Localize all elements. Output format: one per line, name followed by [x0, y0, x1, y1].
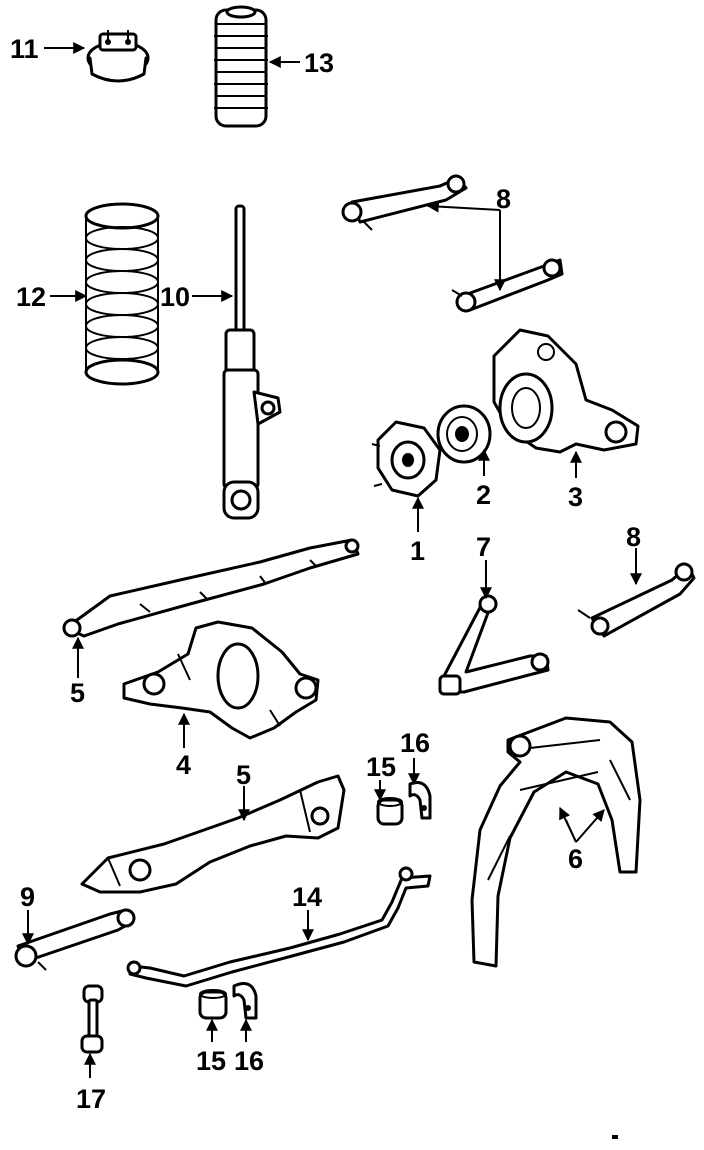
part-coil-spring: [84, 202, 160, 386]
part-knuckle: [492, 328, 640, 454]
callout-7: 7: [476, 532, 491, 562]
part-crossmember-lower: [80, 774, 346, 894]
leader-lines: [22, 42, 642, 1078]
callout-16-lower: 16: [234, 1046, 264, 1076]
part-dust-boot: [214, 5, 268, 128]
part-toe-link: [14, 908, 136, 971]
callout-11: 11: [10, 34, 39, 64]
callout-10: 10: [160, 282, 190, 312]
part-clamp-upper: [408, 781, 432, 820]
callout-3: 3: [568, 482, 583, 512]
part-crossmember-upper: [62, 538, 360, 638]
callout-14: 14: [292, 882, 322, 912]
part-trailing-arm: [470, 716, 642, 968]
part-bushing-upper: [376, 797, 404, 826]
part-hub-bearing: [436, 404, 492, 464]
part-bushing-lower: [198, 989, 228, 1020]
callout-5-lower: 5: [236, 760, 251, 790]
callout-13: 13: [304, 48, 334, 78]
part-hub-flange: [371, 420, 442, 498]
callout-15-lower: 15: [196, 1046, 226, 1076]
part-lower-control-arm: [438, 594, 550, 696]
page-mark: [612, 1135, 618, 1139]
callout-labels: 11 13 12 10 8 1 2 3 7 8 5 4 5 15 16 6 9 …: [10, 34, 641, 1114]
part-stabilizer-bar: [126, 866, 432, 988]
part-subframe-bracket: [122, 620, 320, 740]
callout-8-right: 8: [626, 522, 641, 552]
callout-15-upper: 15: [366, 752, 396, 782]
part-trailing-link-mid: [451, 258, 564, 313]
callout-12: 12: [16, 282, 46, 312]
part-spring-upper-mount: [86, 30, 150, 83]
callout-9: 9: [20, 882, 35, 912]
callout-8-top: 8: [496, 184, 511, 214]
callout-1: 1: [410, 536, 425, 566]
part-stabilizer-link: [80, 984, 104, 1054]
part-upper-control-arm-top: [341, 174, 468, 231]
callout-2: 2: [476, 480, 491, 510]
callout-4: 4: [176, 750, 191, 780]
callout-6: 6: [568, 844, 583, 874]
callout-5-upper: 5: [70, 678, 85, 708]
callout-17: 17: [76, 1084, 106, 1114]
part-clamp-lower: [232, 982, 258, 1020]
part-link-right: [577, 562, 696, 638]
callout-16-upper: 16: [400, 728, 430, 758]
part-shock-absorber: [222, 204, 282, 520]
